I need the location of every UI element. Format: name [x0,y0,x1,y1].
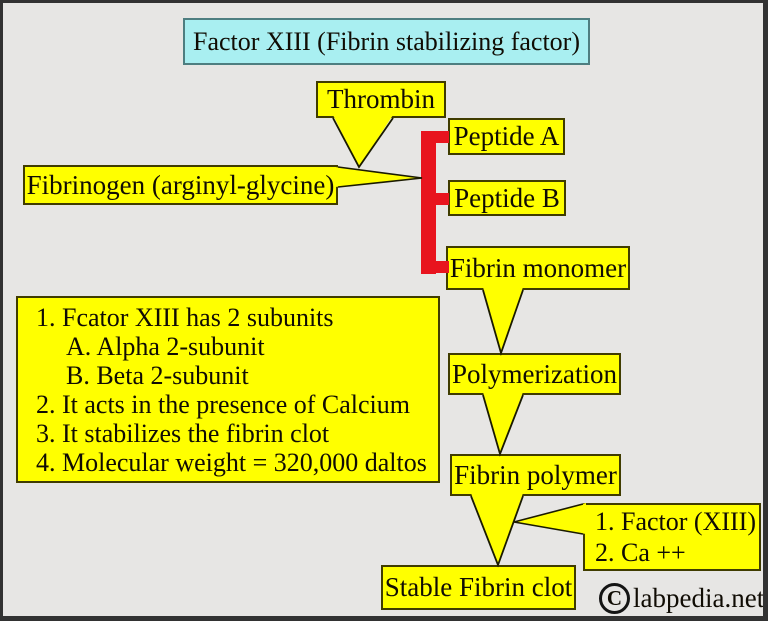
polymerization-label: Polymerization [452,358,617,389]
thrombin-box: Thrombin [316,81,446,118]
fibrin-polymer-box: Fibrin polymer [450,454,621,496]
fibrinogen-pointer [335,166,423,188]
text-line: 3. It stabilizes the fibrin clot [36,419,330,448]
text-line: 2. Ca ++ [595,538,686,567]
fibrin-polymer-label: Fibrin polymer [454,459,617,490]
fibrin-monomer-label: Fibrin monomer [449,252,627,283]
copyright-letter: C [606,586,623,610]
text-line: 1. Fcator XIII has 2 subunits [36,303,334,332]
text-line: B. Beta 2-subunit [66,361,249,390]
red-bracket [421,131,449,274]
cofactor-box: 1. Factor (XIII)2. Ca ++ [583,503,761,571]
peptide-a-box: Peptide A [448,118,565,155]
text-line: 2. It acts in the presence of Calcium [36,390,410,419]
title-box: Factor XIII (Fibrin stabilizing factor) [183,18,590,65]
page-title: Factor XIII (Fibrin stabilizing factor) [193,26,580,56]
polymerization-to-polymer-pointer [482,392,524,457]
fibrin-monomer-box: Fibrin monomer [446,246,630,290]
stable-fibrin-clot-box: Stable Fibrin clot [381,565,576,610]
watermark-text: labpedia.net [633,583,765,613]
copyright-icon: C [599,583,630,614]
thrombin-pointer [332,115,394,169]
text-line: 4. Molecular weight = 320,000 daltos [36,448,427,477]
peptide-b-box: Peptide B [448,180,566,216]
fibrinogen-box: Fibrinogen (arginyl-glycine) [23,165,338,205]
stable-fibrin-clot-label: Stable Fibrin clot [384,572,573,602]
polymer-to-stable-pointer [470,493,524,568]
watermark: C labpedia.net [599,583,765,614]
peptide-a-label: Peptide A [453,121,560,151]
peptide-b-label: Peptide B [454,182,560,213]
text-line: 1. Factor (XIII) [595,507,756,536]
fibrinogen-label: Fibrinogen (arginyl-glycine) [26,169,335,200]
text-line: A. Alpha 2-subunit [66,332,265,361]
cofactor-pointer [513,503,586,535]
polymerization-box: Polymerization [448,353,621,395]
monomer-to-polymerization-pointer [482,287,524,356]
thrombin-label: Thrombin [327,84,435,114]
